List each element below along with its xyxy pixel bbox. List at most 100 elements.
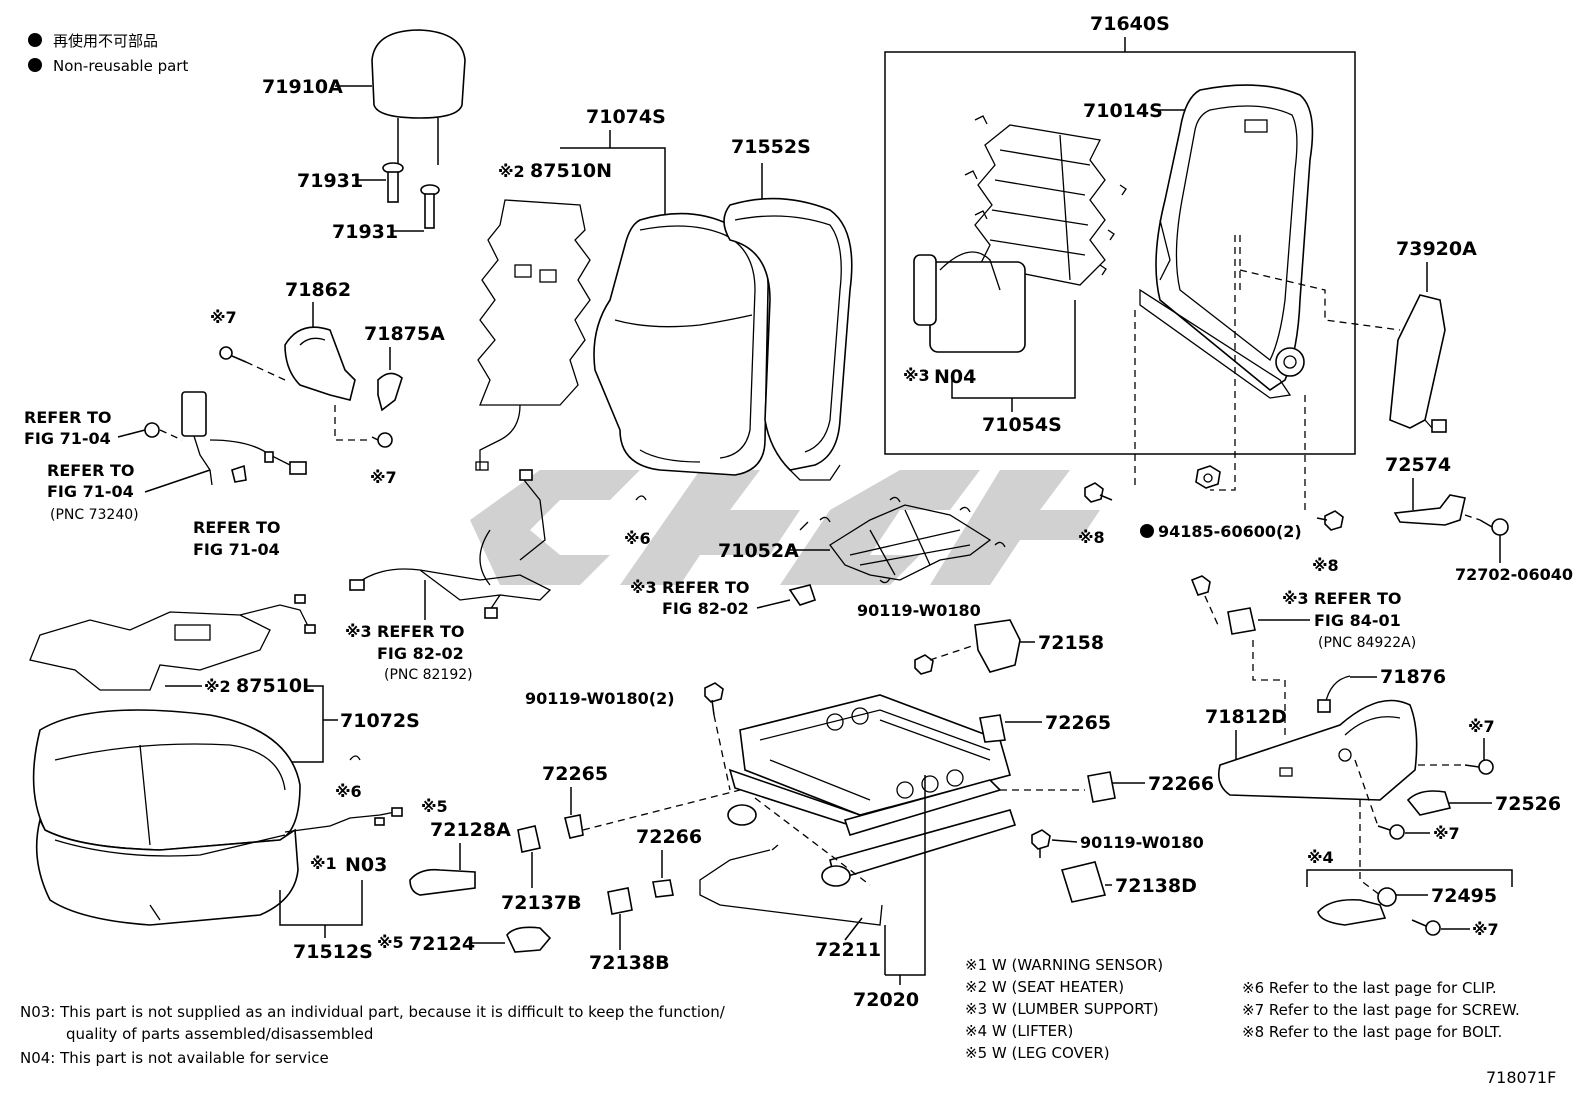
footnotes-refer: ※6 Refer to the last page for CLIP. ※7 R…	[1242, 979, 1520, 1041]
part-71512S: 71512S	[293, 941, 373, 963]
screw-icon	[371, 432, 393, 448]
part-73920A: 73920A	[1396, 238, 1477, 260]
part-72124: 72124	[409, 933, 475, 955]
note-N03-line1: N03: This part is not supplied as an ind…	[20, 1003, 726, 1021]
seat-spring	[799, 496, 1006, 584]
bolt-icon	[1084, 482, 1113, 503]
leg-cover-72128A	[409, 868, 476, 896]
mark-8-right: ※8	[1312, 556, 1339, 575]
mark-8-left: ※8	[1078, 528, 1105, 547]
part-72574: 72574	[1385, 454, 1451, 476]
cover-clip	[377, 372, 403, 412]
mark-7-71875A: ※7	[370, 468, 397, 487]
part-71875A: 71875A	[364, 323, 445, 345]
part-N04: N04	[934, 366, 976, 388]
lifter-knob-cover	[1317, 898, 1387, 926]
refer-82-02-a-line2: FIG 82-02	[377, 644, 464, 663]
clip-72265-left	[564, 814, 584, 839]
clip-icon	[635, 495, 647, 501]
part-90119-W0180-a: 90119-W0180	[857, 601, 981, 620]
seatbelt-buckle	[144, 391, 307, 486]
refer-82-02-a-line1: REFER TO	[377, 622, 465, 641]
cushion-side-shield	[1217, 699, 1418, 801]
mark-6-upper: ※6	[624, 529, 651, 548]
refer-71-04-b-line1: REFER TO	[47, 461, 135, 480]
clip-72266-left	[652, 879, 674, 898]
cover-72526	[1406, 790, 1452, 816]
mark-7-right-lower: ※7	[1472, 920, 1499, 939]
part-72265-left: 72265	[542, 763, 608, 785]
seat-wire-harness	[349, 469, 552, 619]
part-72702-06040: 72702-06040	[1455, 565, 1573, 584]
refer-71-04-a-line2: FIG 71-04	[24, 429, 111, 448]
part-72138B: 72138B	[589, 952, 670, 974]
mark-7-upper-left: ※7	[210, 308, 237, 327]
seat-track-adjuster	[727, 694, 1017, 887]
part-87510N: 87510N	[530, 160, 612, 182]
seat-cushion-cover	[32, 709, 301, 851]
refer-71-04-b-pnc: (PNC 73240)	[50, 507, 139, 523]
frame-assembly-box	[884, 51, 1356, 455]
part-72211: 72211	[815, 939, 881, 961]
clip-72265-right	[979, 714, 1006, 743]
part-71931-lower: 71931	[332, 221, 398, 243]
part-72526: 72526	[1495, 793, 1561, 815]
note-w2: ※2 W (SEAT HEATER)	[965, 978, 1124, 996]
part-72266-left: 72266	[636, 826, 702, 848]
refer-84-01-line2: FIG 84-01	[1314, 611, 1401, 630]
refer-84-01-pnc: (PNC 84922A)	[1318, 635, 1416, 651]
bolt-icon	[1031, 829, 1051, 858]
bolt-icon	[914, 654, 934, 675]
part-72158: 72158	[1038, 632, 1104, 654]
part-71862: 71862	[285, 279, 351, 301]
side-cover	[1389, 294, 1447, 433]
non-reusable-dot-icon	[1140, 524, 1154, 538]
connector-clip	[788, 584, 817, 606]
belt-anchor-cover	[284, 326, 356, 401]
clip-72138D	[1060, 861, 1107, 903]
part-71812D: 71812D	[1205, 706, 1287, 728]
part-90119-W0180-c: 90119-W0180	[1080, 833, 1204, 852]
part-72020: 72020	[853, 989, 919, 1011]
bolt-icon	[1316, 510, 1344, 531]
legend-jp: 再使用不可部品	[53, 32, 158, 50]
cover-72158	[974, 619, 1021, 673]
part-72495: 72495	[1431, 885, 1497, 907]
part-90119-W0180-2: 90119-W0180(2)	[525, 689, 675, 708]
part-71074S: 71074S	[586, 106, 666, 128]
part-N03: N03	[345, 854, 387, 876]
mark-7-right-mid: ※7	[1433, 824, 1460, 843]
footnotes-n: N03: This part is not supplied as an ind…	[20, 1003, 726, 1067]
part-87510L: 87510L	[236, 675, 314, 697]
warning-sensor	[284, 807, 403, 833]
mark-5-72124: ※5	[377, 933, 404, 952]
headrest-guides	[355, 162, 440, 232]
part-72137B: 72137B	[501, 892, 582, 914]
lifter-knob	[1377, 887, 1397, 907]
legend: 再使用不可部品 Non-reusable part	[28, 32, 188, 75]
refer-71-04-c-line1: REFER TO	[193, 518, 281, 537]
mark-3-84-01: ※3	[1282, 589, 1309, 608]
clip-72138B	[607, 887, 633, 915]
mark-5-72128A: ※5	[421, 797, 448, 816]
note-N03-line2: quality of parts assembled/disassembled	[66, 1025, 373, 1043]
footnotes-w: ※1 W (WARNING SENSOR) ※2 W (SEAT HEATER)…	[965, 956, 1163, 1062]
note-w5: ※5 W (LEG COVER)	[965, 1044, 1110, 1062]
clip-72266-right	[1087, 771, 1116, 803]
bolt-icon	[704, 682, 724, 716]
legend-en: Non-reusable part	[53, 57, 188, 75]
part-71014S: 71014S	[1083, 100, 1163, 122]
refer-71-04-c-line2: FIG 71-04	[193, 540, 280, 559]
mark-3-N04: ※3	[903, 366, 930, 385]
note-w3: ※3 W (LUMBER SUPPORT)	[965, 1000, 1159, 1018]
seatback-cover	[593, 212, 769, 476]
refer-84-01-line1: REFER TO	[1314, 589, 1402, 608]
nut-icon	[1195, 465, 1221, 489]
mark-6-lower: ※6	[335, 782, 362, 801]
connector-bracket	[1190, 575, 1256, 635]
mark-7-right-upper: ※7	[1468, 717, 1495, 736]
screw-icon	[1377, 824, 1405, 840]
note-7: ※7 Refer to the last page for SCREW.	[1242, 1001, 1520, 1019]
cushion-heater	[29, 594, 316, 691]
